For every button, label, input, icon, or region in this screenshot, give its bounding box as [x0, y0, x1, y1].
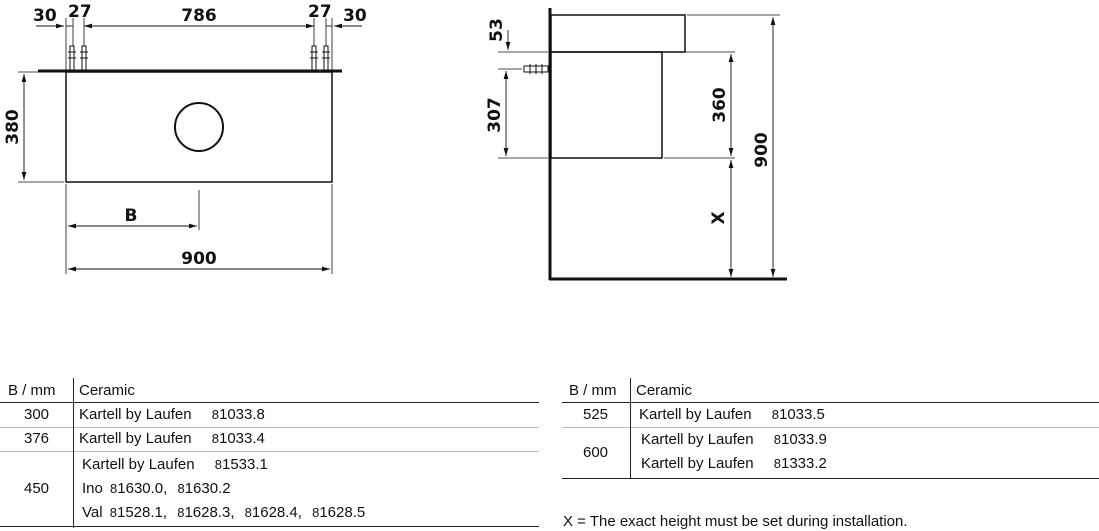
table-right-row-b: 600 [583, 444, 609, 461]
table-left-row-name: Kartell by Laufen 81533.1 [82, 457, 268, 472]
ceramic-name: Kartell by Laufen [639, 406, 752, 423]
code-number: 1630.0, [117, 480, 168, 497]
code-number: 1628.5 [319, 504, 366, 521]
table-left-header-rule [0, 402, 539, 403]
table-left-row-b: 376 [24, 430, 50, 447]
code-number: 1033.5 [778, 406, 825, 423]
dim-top: 53 [487, 18, 507, 42]
dim-left-gap: 27 [68, 2, 92, 22]
code-prefix: 8 [214, 457, 222, 472]
code-prefix: 8 [211, 431, 219, 446]
table-left-row-rule [0, 451, 539, 452]
dim-right-offset: 30 [343, 6, 367, 26]
code-number: 1033.8 [218, 406, 265, 423]
table-left-row-name: Val 81528.1, 81628.3, 81628.4, 81628.5 [82, 505, 365, 520]
table-left-row-rule [0, 427, 539, 428]
table-right-header-rule [562, 402, 1099, 403]
bowl-circle [174, 102, 224, 152]
table-left-header-ceramic: Ceramic [79, 382, 135, 399]
code-number: 1033.9 [780, 431, 827, 448]
technical-drawing: 30 27 786 27 30 380 B 900 [3, 2, 787, 281]
code-number: 1333.2 [780, 455, 827, 472]
code-prefix: 8 [771, 407, 779, 422]
table-right-row-name: Kartell by Laufen 81033.5 [639, 407, 825, 422]
code-number: 1033.4 [218, 430, 265, 447]
table-right-row-b: 525 [583, 406, 609, 423]
dim-center: 786 [181, 6, 217, 26]
code-number: 1630.2 [184, 480, 231, 497]
footnote: X = The exact height must be set during … [563, 513, 908, 530]
side-view [498, 8, 787, 281]
dim-drain: 307 [485, 97, 505, 133]
ceramic-name: Kartell by Laufen [82, 456, 195, 473]
dim-variable: X [709, 211, 729, 224]
dim-bowl-position: B [125, 206, 138, 226]
dim-height: 380 [3, 109, 23, 145]
code-prefix: 8 [177, 481, 185, 496]
table-left-row-name: Kartell by Laufen 81033.8 [79, 407, 265, 422]
code-prefix: 8 [773, 456, 781, 471]
table-left: B / mm Ceramic 300 Kartell by Laufen 810… [0, 0, 540, 531]
ceramic-name: Val [82, 504, 103, 521]
table-right-header-b: B / mm [569, 382, 617, 399]
pipe-left [68, 45, 88, 71]
cabinet-side [550, 51, 663, 159]
table-right-column-divider [630, 378, 631, 479]
table-left-column-divider [73, 378, 74, 528]
code-prefix: 8 [211, 407, 219, 422]
table-left-row-name: Kartell by Laufen 81033.4 [79, 431, 265, 446]
dim-right-gap: 27 [308, 2, 332, 22]
drain-pipe [523, 64, 549, 74]
table-left-bottom-rule [0, 526, 539, 527]
front-view [18, 18, 362, 274]
table-left-row-b: 300 [24, 406, 50, 423]
cabinet-front [65, 71, 333, 183]
ceramic-name: Ino [82, 480, 103, 497]
table-left-row-name: Ino 81630.0, 81630.2 [82, 481, 231, 496]
dim-left-offset: 30 [33, 6, 57, 26]
table-right-bottom-rule [562, 478, 1099, 479]
table-right-row-rule [562, 427, 1099, 428]
code-prefix: 8 [773, 432, 781, 447]
table-right-header-ceramic: Ceramic [636, 382, 692, 399]
ceramic-name: Kartell by Laufen [79, 406, 192, 423]
ceramic-name: Kartell by Laufen [641, 431, 754, 448]
dim-width: 900 [181, 249, 217, 269]
code-prefix: 8 [177, 505, 185, 520]
dim-cabinet: 360 [710, 87, 730, 123]
ceramic-name: Kartell by Laufen [79, 430, 192, 447]
ceramic-name: Kartell by Laufen [641, 455, 754, 472]
code-prefix: 8 [109, 505, 117, 520]
code-number: 1628.4, [251, 504, 302, 521]
code-number: 1628.3, [184, 504, 235, 521]
code-number: 1528.1, [116, 504, 168, 521]
code-prefix: 8 [244, 505, 252, 520]
table-left-header-b: B / mm [8, 382, 56, 399]
code-number: 1533.1 [221, 456, 268, 473]
code-prefix: 8 [110, 481, 118, 496]
dim-total: 900 [752, 132, 772, 168]
code-prefix: 8 [312, 505, 320, 520]
table-right-row-name: Kartell by Laufen 81333.2 [641, 456, 827, 471]
table-right-row-name: Kartell by Laufen 81033.9 [641, 432, 827, 447]
table-left-row-b: 450 [24, 480, 50, 497]
